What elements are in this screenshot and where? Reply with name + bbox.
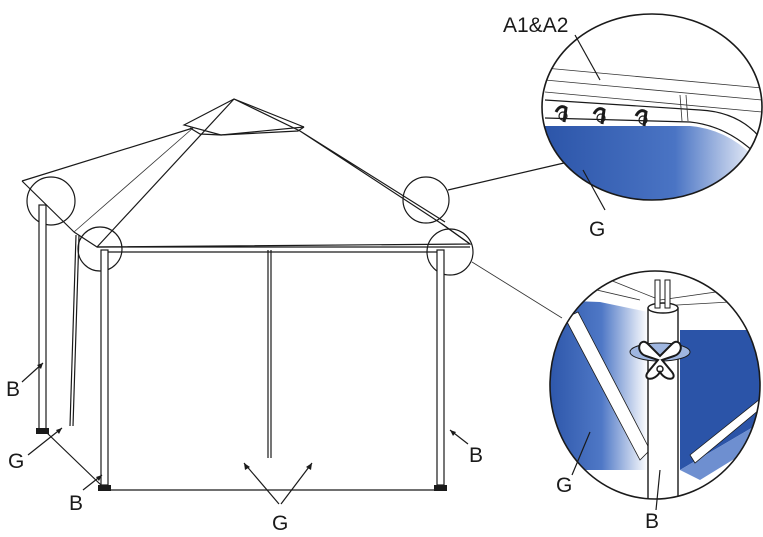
bow-tie-knot-icon [629,340,691,380]
foot-back-left [36,428,49,434]
detail-circle-top-right [402,176,450,224]
roof-outline [21,98,472,248]
pole-mid-left [69,234,77,427]
zoom-detail-tie [549,270,761,511]
leader-a1a2 [574,34,601,81]
leader-to-top-zoom [447,162,565,191]
wall-fabric-right-zoom [680,330,760,470]
label-g-top-zoom: G [589,218,605,241]
front-wall-outline [108,251,437,491]
detail-circle-back-left [26,176,76,226]
pole-zoom [647,307,679,499]
leader-g-top [582,169,606,211]
gazebo-frame [21,98,474,491]
leader-b-zoom [655,469,661,511]
label-g-front: G [272,512,288,535]
left-wall-bottom [45,431,102,486]
label-b-front: B [69,492,83,515]
pole-front-right [436,249,445,486]
label-g-left: G [8,450,24,473]
label-b-right: B [469,444,483,467]
detail-circle-front-left [77,226,123,272]
label-g-bottom-zoom: G [556,474,572,497]
foot-front-left [98,485,111,491]
wall-fabric-left-zoom [550,300,648,470]
leader-g-front-a [243,462,280,505]
pole-back-left [38,204,47,430]
wall-fabric-top-zoom [542,126,762,200]
label-b-left: B [6,378,20,401]
leader-to-bottom-zoom [471,261,563,319]
leader-g-bottom [571,431,591,476]
foot-front-right [434,485,447,491]
label-a1a2: A1&A2 [503,14,568,37]
pole-front-left [100,249,109,486]
zoom-detail-clips [541,13,763,211]
label-b-zoom: B [645,510,659,533]
clip-hook-icon [554,105,648,127]
leader-g-left [27,427,63,456]
leader-g-front-b [280,462,313,505]
